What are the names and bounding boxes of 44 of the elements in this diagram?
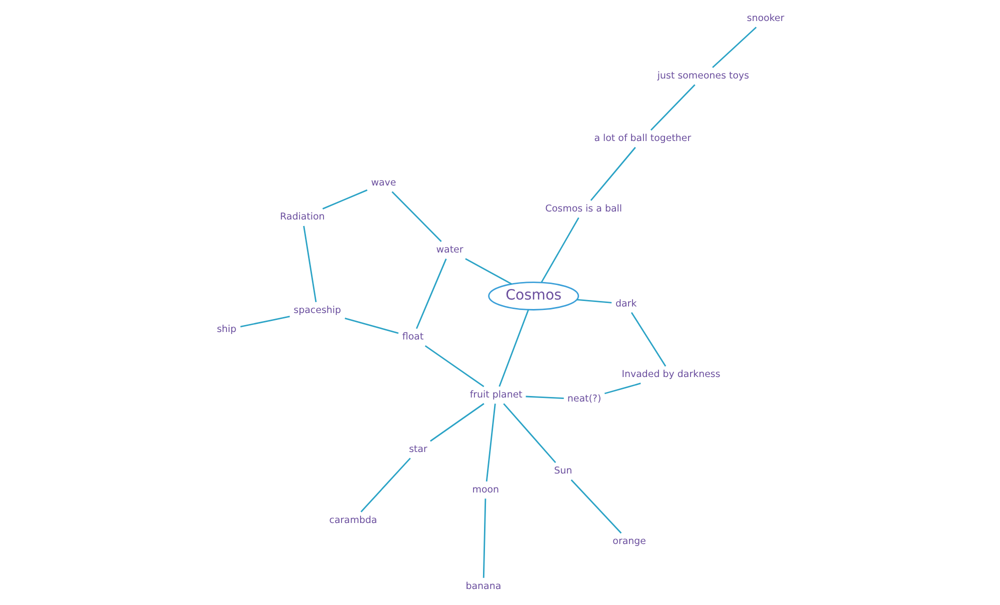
connector [525, 396, 564, 399]
node-text: carambda [328, 514, 377, 526]
connector [650, 84, 695, 131]
node-text: Invaded by darkness [621, 369, 720, 380]
connector [485, 404, 496, 482]
connector [630, 312, 666, 367]
connector [570, 479, 622, 534]
node-text: wave [370, 178, 396, 189]
node-text: Sun [554, 466, 572, 477]
connector [712, 26, 756, 68]
node-text: water [436, 244, 463, 256]
connector [344, 318, 398, 334]
node-text: spaceship [293, 305, 341, 316]
node-text: a lot of ball together [594, 133, 691, 144]
node-text: ship [216, 324, 236, 335]
connector [302, 226, 316, 302]
node-text: banana [465, 580, 501, 592]
node-text: Radiation [280, 212, 324, 223]
node-text: moon [472, 484, 499, 496]
connector [424, 345, 484, 388]
connector [502, 403, 556, 463]
connector [240, 316, 290, 328]
node-ellipse: Cosmos [488, 282, 579, 310]
connector [391, 191, 442, 242]
node-text: star [408, 444, 427, 456]
node-text: float [402, 332, 424, 343]
node-text: Cosmos is a ball [544, 203, 622, 214]
connector [464, 258, 512, 285]
connector [540, 217, 579, 283]
node-text: fruit planet [469, 389, 522, 400]
node-text: just someones toys [656, 70, 749, 82]
node-text: orange [612, 536, 646, 548]
connector [415, 258, 446, 329]
node-text: neat(?) [566, 394, 601, 405]
connector [590, 146, 636, 201]
connector [482, 498, 486, 578]
node-text: dark [615, 298, 636, 310]
connector [604, 382, 640, 394]
connector [322, 189, 367, 210]
connector [360, 458, 410, 512]
connector [576, 299, 612, 304]
node-text: snooker [746, 12, 784, 24]
connector [498, 310, 529, 387]
connector [429, 403, 484, 442]
